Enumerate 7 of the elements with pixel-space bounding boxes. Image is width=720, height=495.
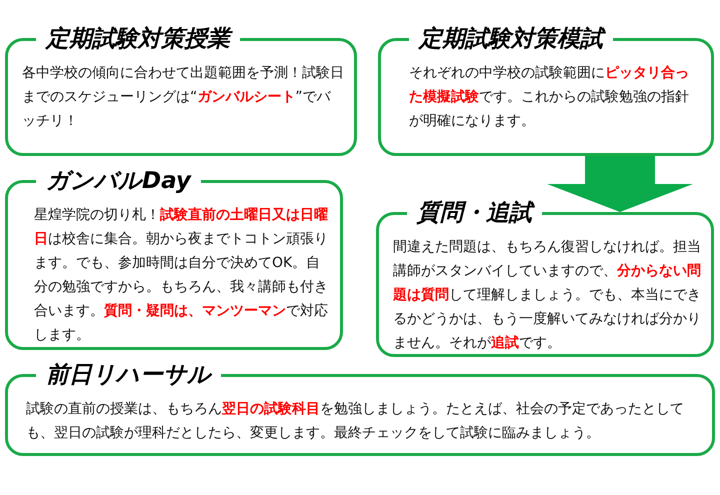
block-arrow xyxy=(547,156,693,212)
card-text: 各中学校の傾向に合わせて出題範囲を予測！試験日までのスケジューリングは“ガンバルシート”でバッチリ！ xyxy=(22,64,344,131)
card-text: 星煌学院の切り札！試験直前の土曜日又は日曜日は校舎に集合。朝から夜までトコトン頑張ります。でも、参加時間は自分で決めてOK。自分の勉強ですから。もちろん、我々講師も付き合います。質問・疑問は、マンツーマンで対応します。 xyxy=(34,206,329,345)
card-heading: 質問・追試 xyxy=(407,198,542,228)
card-text: それぞれの中学校の試験範囲にピッタリ合った模擬試験です。これからの試験勉強の指針が明確になります。 xyxy=(409,64,690,131)
card-text: 間違えた問題は、もちろん復習しなければ。担当講師がスタンバイしていますので、分からない問題は質問して理解しましょう。でも、本当にできるかどうかは、もう一度解いてみなければ分かりません。それが追試です。 xyxy=(393,238,701,353)
card-text: 試験の直前の授業は、もちろん翌日の試験科目を勉強しましょう。たとえば、社会の予定であったとしても、翌日の試験が理科だとしたら、変更します。最終チェックをして試験に臨みましょう。 xyxy=(26,400,685,443)
